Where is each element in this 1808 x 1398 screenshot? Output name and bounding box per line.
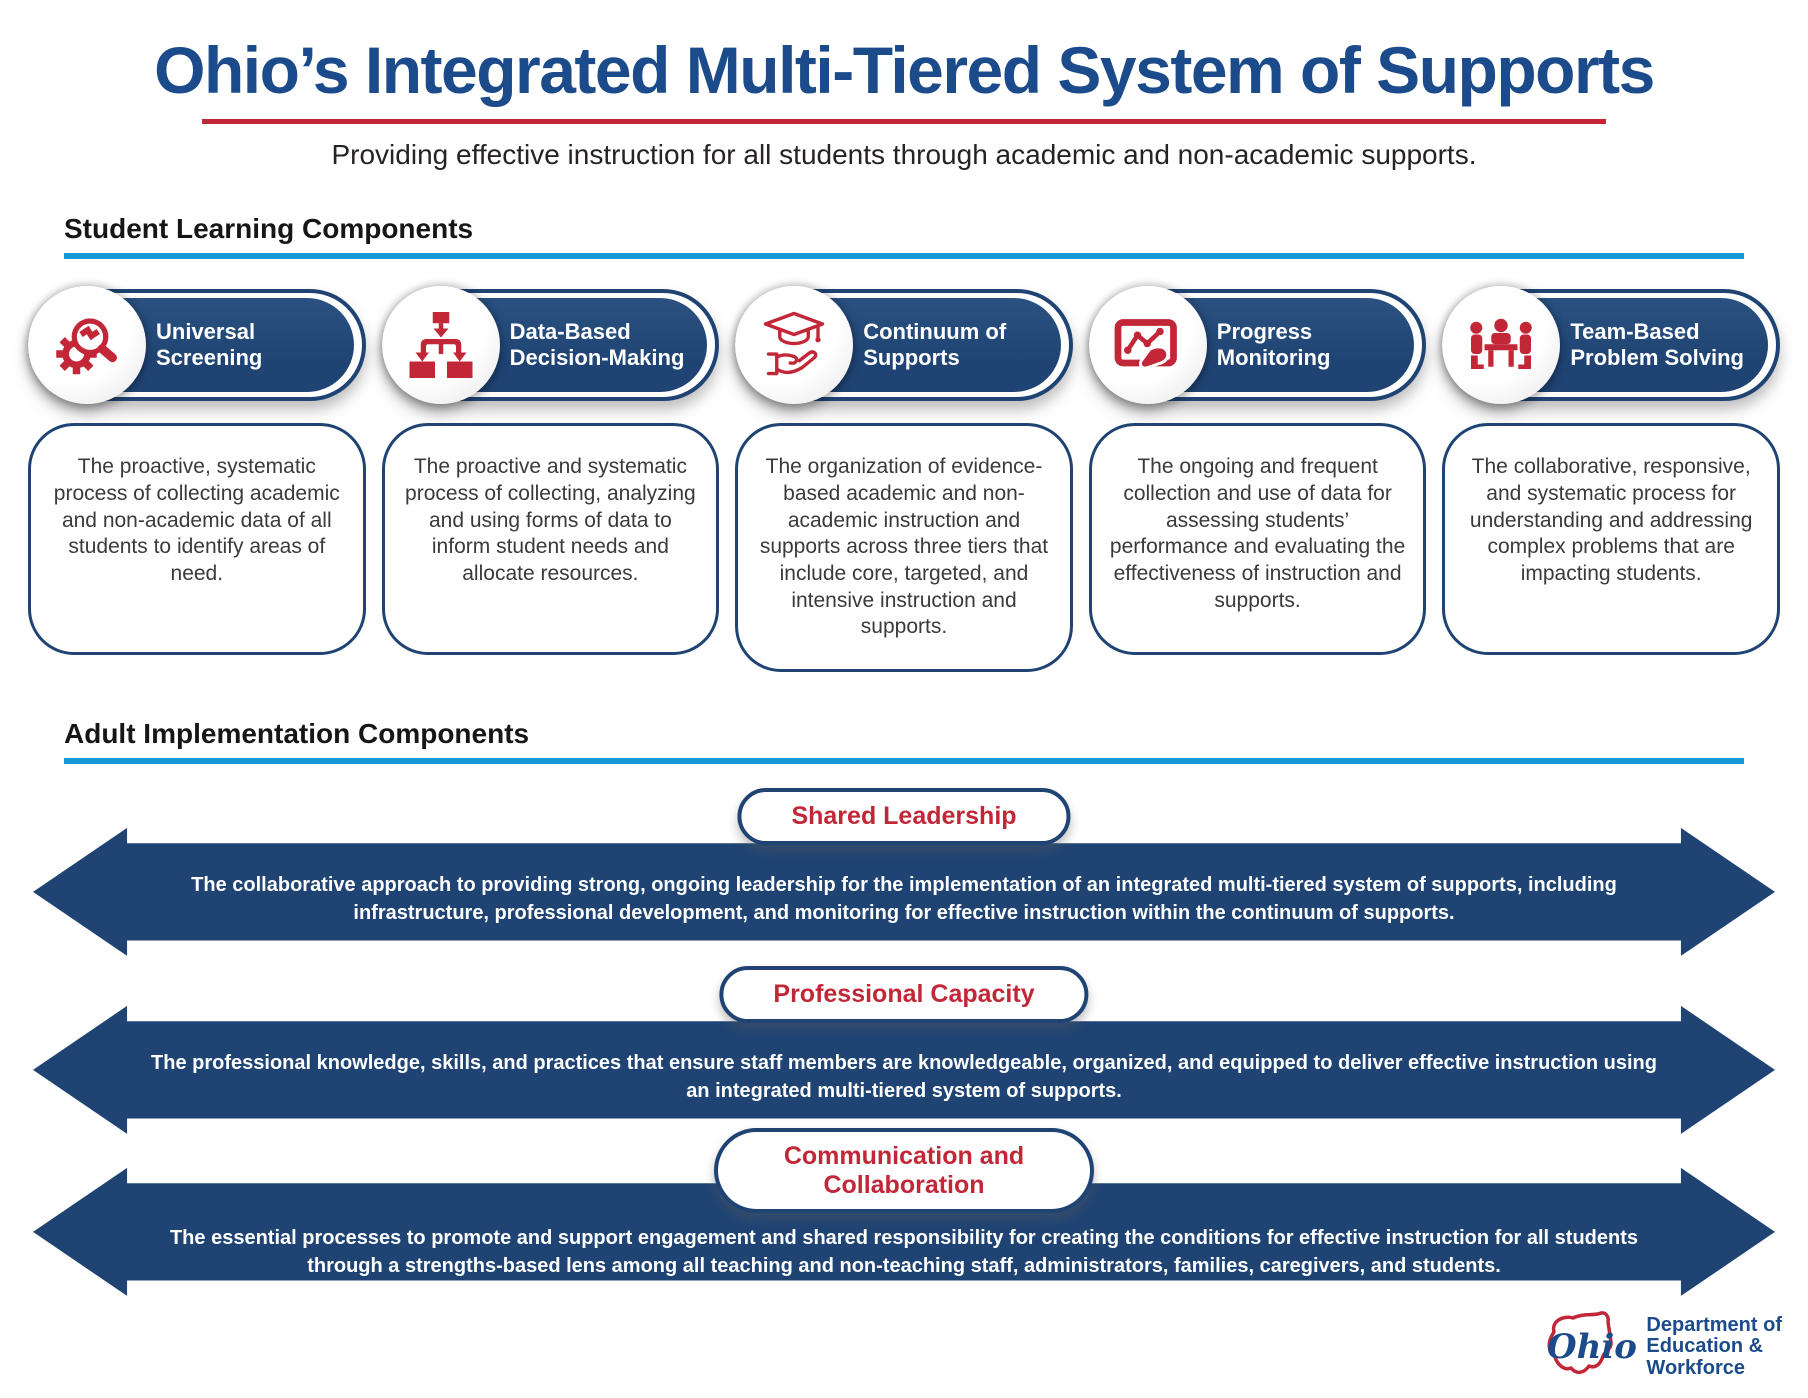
icon-circle	[1088, 286, 1207, 405]
banner-professional-capacity: Professional Capacity The professional k…	[33, 965, 1775, 1134]
component-pill: Universal Screening	[28, 286, 366, 405]
component-column-team-based-problem-solving: Team-Based Problem Solving The collabora…	[1442, 286, 1780, 656]
magnifier-gear-icon	[56, 318, 117, 375]
component-column-data-based-decision-making: Data-Based Decision-Making The proactive…	[381, 286, 720, 656]
agency-name-line: Workforce	[1646, 1356, 1745, 1379]
section-rule	[64, 253, 1744, 260]
graduation-cap-hand-icon	[764, 312, 825, 376]
banner-shared-leadership: Shared Leadership The collaborative appr…	[33, 787, 1775, 956]
banner-label-text: Communication and Collaboration	[783, 1141, 1025, 1199]
student-learning-heading: Student Learning Components	[64, 213, 474, 245]
banner-label: Professional Capacity	[719, 965, 1089, 1023]
agency-name-line: Department of	[1646, 1313, 1782, 1336]
component-label: Team-Based Problem Solving	[1570, 319, 1744, 371]
flowchart-icon	[409, 312, 473, 379]
component-pill: Data-Based Decision-Making	[381, 286, 720, 405]
icon-circle	[1442, 286, 1561, 405]
page-subtitle: Providing effective instruction for all …	[331, 139, 1477, 171]
section-rule	[64, 757, 1744, 764]
component-column-progress-monitoring: Progress Monitoring The ongoing and freq…	[1088, 286, 1427, 656]
component-description: The ongoing and frequent collection and …	[1088, 423, 1427, 656]
component-label: Progress Monitoring	[1216, 319, 1331, 371]
component-pill: Continuum of Supports	[735, 286, 1073, 405]
component-label: Continuum of Supports	[863, 319, 1007, 371]
banner-label: Communication and Collaboration	[714, 1127, 1094, 1214]
component-pill: Progress Monitoring	[1088, 286, 1427, 405]
agency-name: Department of Education & Workforce	[1646, 1313, 1782, 1380]
student-learning-columns: Universal Screening The proactive, syste…	[28, 286, 1780, 672]
banner-communication-collaboration: Communication and Collaboration The esse…	[33, 1127, 1775, 1300]
icon-circle	[381, 286, 500, 405]
component-pill: Team-Based Problem Solving	[1442, 286, 1780, 405]
component-description: The proactive and systematic process of …	[381, 423, 720, 656]
title-underline	[202, 119, 1606, 125]
adult-implementation-banners: Shared Leadership The collaborative appr…	[0, 787, 1808, 1300]
team-meeting-icon	[1470, 319, 1533, 370]
component-column-continuum-of-supports: Continuum of Supports The organization o…	[735, 286, 1073, 672]
adult-implementation-section: Adult Implementation Components	[64, 718, 1744, 764]
ohio-wordmark: Ohio	[1547, 1327, 1636, 1367]
double-arrow	[33, 1005, 1775, 1134]
agency-logo: Ohio Department of Education & Workforce	[1540, 1306, 1782, 1388]
page-title: Ohio’s Integrated Multi-Tiered System of…	[154, 33, 1655, 107]
component-label: Universal Screening	[156, 319, 263, 371]
page-header: Ohio’s Integrated Multi-Tiered System of…	[0, 0, 1808, 171]
agency-name-line: Education &	[1646, 1335, 1764, 1358]
component-column-universal-screening: Universal Screening The proactive, syste…	[28, 286, 366, 656]
icon-circle	[735, 286, 854, 405]
banner-description: The essential processes to promote and s…	[169, 1226, 1639, 1277]
banner-label-text: Professional Capacity	[773, 979, 1035, 1008]
icon-circle	[28, 286, 146, 405]
student-learning-section: Student Learning Components	[64, 213, 1744, 260]
component-label: Data-Based Decision-Making	[509, 319, 685, 371]
banner-label: Shared Leadership	[737, 787, 1071, 845]
component-description: The collaborative, responsive, and syste…	[1442, 423, 1780, 656]
chart-screen-hand-icon	[1114, 319, 1177, 370]
component-description: The proactive, systematic process of col…	[28, 423, 366, 656]
ohio-state-logo-icon: Ohio	[1547, 1311, 1636, 1375]
adult-implementation-heading: Adult Implementation Components	[64, 717, 530, 749]
banner-description: The professional knowledge, skills, and …	[151, 1051, 1657, 1102]
banner-description: The collaborative approach to providing …	[191, 873, 1617, 924]
banner-label-text: Shared Leadership	[791, 801, 1017, 830]
component-description: The organization of evidence-based acade…	[735, 423, 1073, 672]
double-arrow	[33, 827, 1775, 956]
